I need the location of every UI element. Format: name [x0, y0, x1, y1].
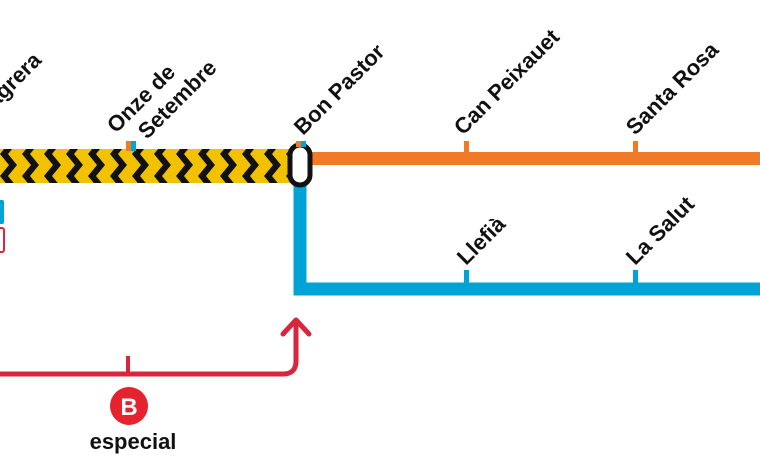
santa-rosa-tick: [633, 141, 638, 153]
blue-line-segment: [293, 162, 760, 296]
special-bus-tick: [126, 356, 130, 374]
closed-section-hazard: [0, 149, 297, 183]
interchange-icon: [0, 200, 5, 253]
station-label-la-salut: La Salut: [621, 191, 700, 270]
station-label-llefia: Llefià: [452, 211, 511, 270]
can-peixauet-tick: [464, 141, 469, 153]
bus-badge-letter: B: [120, 394, 137, 421]
la-salut-tick: [633, 270, 638, 284]
arrow-up-icon: [280, 317, 312, 337]
bon-pastor-tick-blue: [301, 141, 306, 147]
onze-setembre-tick-blue: [131, 141, 136, 151]
station-label-can-peixauet: Can Peixauet: [449, 24, 565, 140]
bus-b-badge-icon: B: [110, 387, 148, 425]
onze-setembre-tick-orange: [126, 141, 131, 151]
special-bus-route: [0, 323, 299, 377]
orange-line-segment: [300, 152, 760, 165]
station-label-sagrera: agrera: [0, 47, 47, 113]
station-label-bon-pastor: Bon Pastor: [289, 39, 390, 140]
bon-pastor-tick-orange: [296, 141, 301, 147]
station-label-santa-rosa: Santa Rosa: [621, 37, 724, 140]
bon-pastor-station-marker[interactable]: [287, 142, 313, 188]
special-bus-label: especial: [90, 429, 177, 454]
llefia-tick: [464, 270, 469, 284]
